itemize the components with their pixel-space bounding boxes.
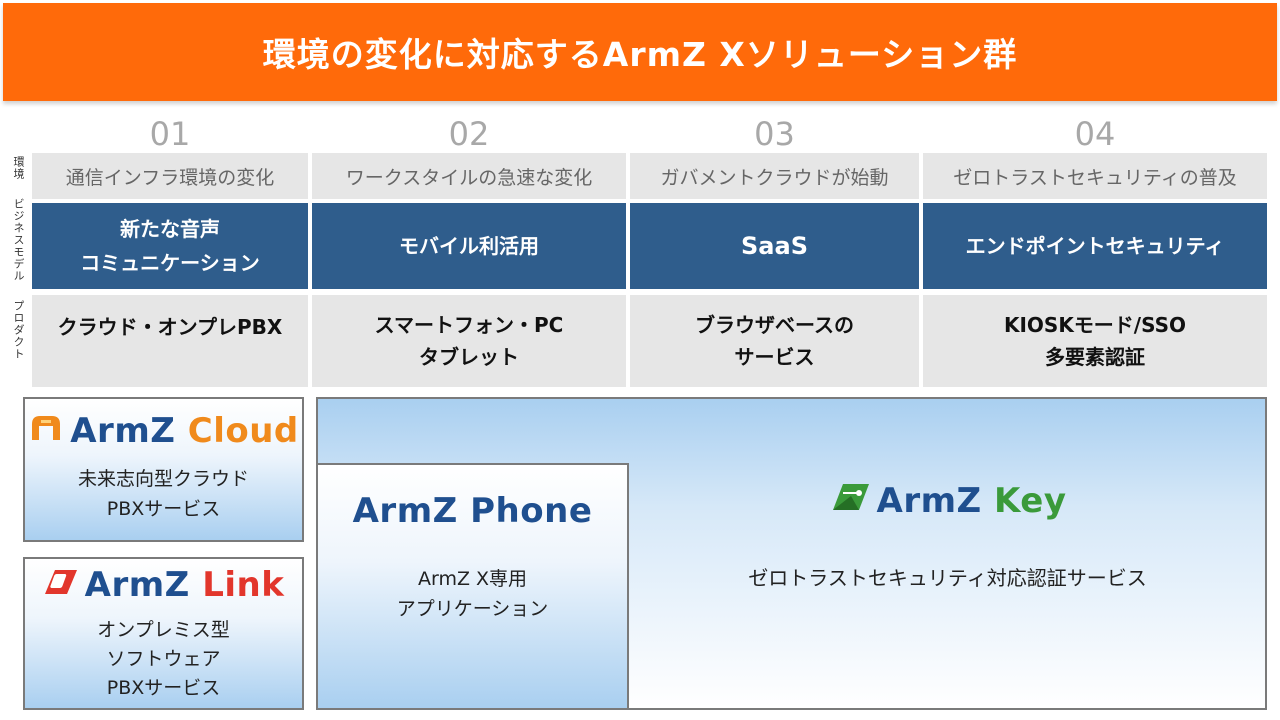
environment-text: 通信インフラ環境の変化 <box>65 166 275 189</box>
business-model-line: エンドポイントセキュリティ <box>965 234 1225 258</box>
environment-text: ゼロトラストセキュリティの普及 <box>953 166 1237 189</box>
row-label-business-model: ビジネスモデル <box>12 198 25 282</box>
key-suffix-text: Key <box>994 481 1067 521</box>
armz-key-logo: ArmZ Key <box>628 470 1267 532</box>
armz-phone-description: ArmZ X専用 アプリケーション <box>318 561 627 627</box>
key-description-line: ゼロトラストセキュリティ対応認証サービス <box>748 566 1147 590</box>
armz-link-panel: ArmZ Link オンプレミス型 ソフトウェア PBXサービス <box>23 557 304 710</box>
business-model-line: 新たな音声 <box>120 217 220 241</box>
cloud-description-line: 未来志向型クラウド <box>77 468 249 490</box>
cloud-description-line: PBXサービス <box>106 498 221 520</box>
product-cell-02: スマートフォン・PC タブレット <box>312 295 626 387</box>
environment-text: ガバメントクラウドが始動 <box>660 166 889 189</box>
environment-cell-01: 通信インフラ環境の変化 <box>32 153 308 199</box>
product-line: スマートフォン・PC <box>374 313 564 337</box>
environment-text: ワークスタイルの急速な変化 <box>345 166 593 189</box>
armz-phone-logo: ArmZ Phone <box>318 483 627 539</box>
column-number-02: 02 <box>448 115 490 153</box>
environment-cell-03: ガバメントクラウドが始動 <box>630 153 919 199</box>
business-model-cell-02: モバイル利活用 <box>312 203 626 289</box>
brand-text: ArmZ <box>352 491 458 531</box>
business-model-cell-04: エンドポイントセキュリティ <box>923 203 1267 289</box>
column-number-01: 01 <box>149 115 191 153</box>
phone-description-line: ArmZ X専用 <box>417 568 528 590</box>
brand-text: ArmZ <box>84 565 190 605</box>
row-label-product: プロダクト <box>12 300 25 360</box>
brand-text: ArmZ <box>70 411 176 451</box>
brand-text: ArmZ <box>876 481 982 521</box>
armz-link-description: オンプレミス型 ソフトウェア PBXサービス <box>25 613 302 705</box>
link-description-line: ソフトウェア <box>106 647 221 670</box>
product-line: クラウド・オンプレPBX <box>57 315 283 339</box>
armz-cloud-logo: ArmZ Cloud <box>25 405 302 457</box>
cloud-suffix-text: Cloud <box>187 411 299 451</box>
armz-link-logo: ArmZ Link <box>25 561 302 609</box>
environment-cell-04: ゼロトラストセキュリティの普及 <box>923 153 1267 199</box>
armz-key-description: ゼロトラストセキュリティ対応認証サービス <box>628 555 1267 601</box>
product-line: KIOSKモード/SSO <box>1003 313 1187 337</box>
key-logo-icon <box>829 481 871 521</box>
product-cell-04: KIOSKモード/SSO 多要素認証 <box>923 295 1267 387</box>
link-logo-icon <box>43 565 79 605</box>
page-title: 環境の変化に対応するArmZ Xソリューション群 <box>262 35 1018 74</box>
row-label-environment: 環境 <box>12 156 25 180</box>
product-line: 多要素認証 <box>1045 345 1145 369</box>
environment-cell-02: ワークスタイルの急速な変化 <box>312 153 626 199</box>
business-model-line: モバイル利活用 <box>399 234 539 258</box>
armz-phone-panel: ArmZ Phone ArmZ X専用 アプリケーション <box>316 463 629 710</box>
business-model-cell-01: 新たな音声 コミュニケーション <box>32 203 308 289</box>
link-description-line: PBXサービス <box>106 676 221 699</box>
product-line: タブレット <box>419 345 519 369</box>
armz-cloud-description: 未来志向型クラウド PBXサービス <box>25 461 302 527</box>
product-line: ブラウザベースの <box>695 313 854 337</box>
link-suffix-text: Link <box>202 565 285 605</box>
phone-suffix-text: Phone <box>470 491 593 531</box>
column-number-03: 03 <box>754 115 795 153</box>
cloud-logo-icon <box>28 411 64 451</box>
product-line: サービス <box>734 345 815 369</box>
business-model-line: SaaS <box>741 232 808 260</box>
armz-cloud-panel: ArmZ Cloud 未来志向型クラウド PBXサービス <box>23 397 304 542</box>
page-title-banner: 環境の変化に対応するArmZ Xソリューション群 <box>3 3 1277 101</box>
product-cell-03: ブラウザベースの サービス <box>630 295 919 387</box>
business-model-cell-03: SaaS <box>630 203 919 289</box>
business-model-line: コミュニケーション <box>80 251 260 275</box>
phone-description-line: アプリケーション <box>396 598 549 620</box>
product-cell-01: クラウド・オンプレPBX <box>32 295 308 387</box>
link-description-line: オンプレミス型 <box>97 618 230 641</box>
column-number-04: 04 <box>1074 115 1116 153</box>
